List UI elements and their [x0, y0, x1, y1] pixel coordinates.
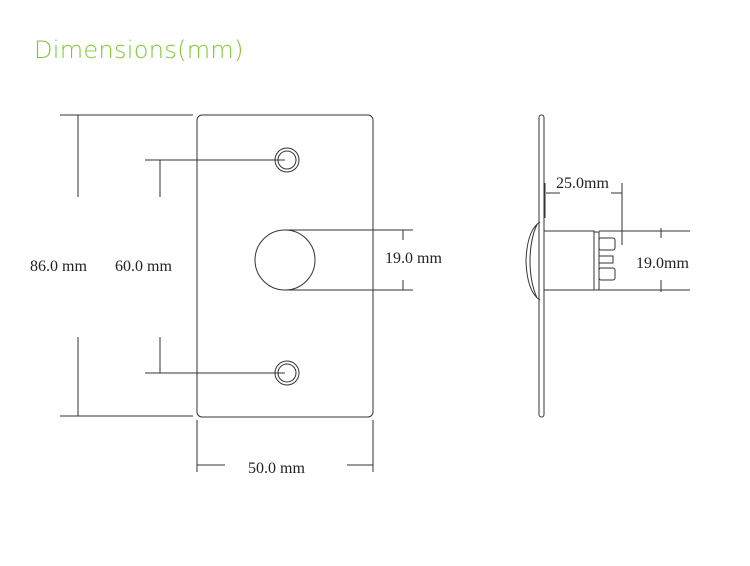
- dim-lines-19-front: [285, 229, 413, 291]
- label-19mm-front: 19.0 mm: [385, 250, 442, 267]
- front-plate: [196, 114, 374, 418]
- side-dome: [525, 221, 541, 301]
- dim-lines-60: [145, 159, 285, 374]
- side-body: [543, 230, 595, 291]
- diagram-title: Dimensions(mm): [34, 36, 244, 64]
- button-circle: [254, 229, 316, 291]
- side-flange: [593, 231, 600, 291]
- dim-lines-86: [60, 114, 193, 417]
- terminal-mid: [598, 255, 614, 264]
- terminal-top: [598, 237, 616, 251]
- label-19mm-side: 19.0mm: [636, 255, 689, 272]
- terminal-bottom: [598, 267, 616, 281]
- label-25mm: 25.0mm: [556, 175, 609, 192]
- dim-lines-19-side: [599, 228, 690, 292]
- dim-lines-25: [544, 183, 623, 245]
- side-dome-inner-edge: [529, 223, 538, 299]
- side-plate: [538, 114, 545, 418]
- label-50mm: 50.0 mm: [248, 460, 305, 477]
- dim-lines-50: [196, 420, 374, 472]
- label-86mm: 86.0 mm: [30, 258, 87, 275]
- label-60mm: 60.0 mm: [115, 258, 172, 275]
